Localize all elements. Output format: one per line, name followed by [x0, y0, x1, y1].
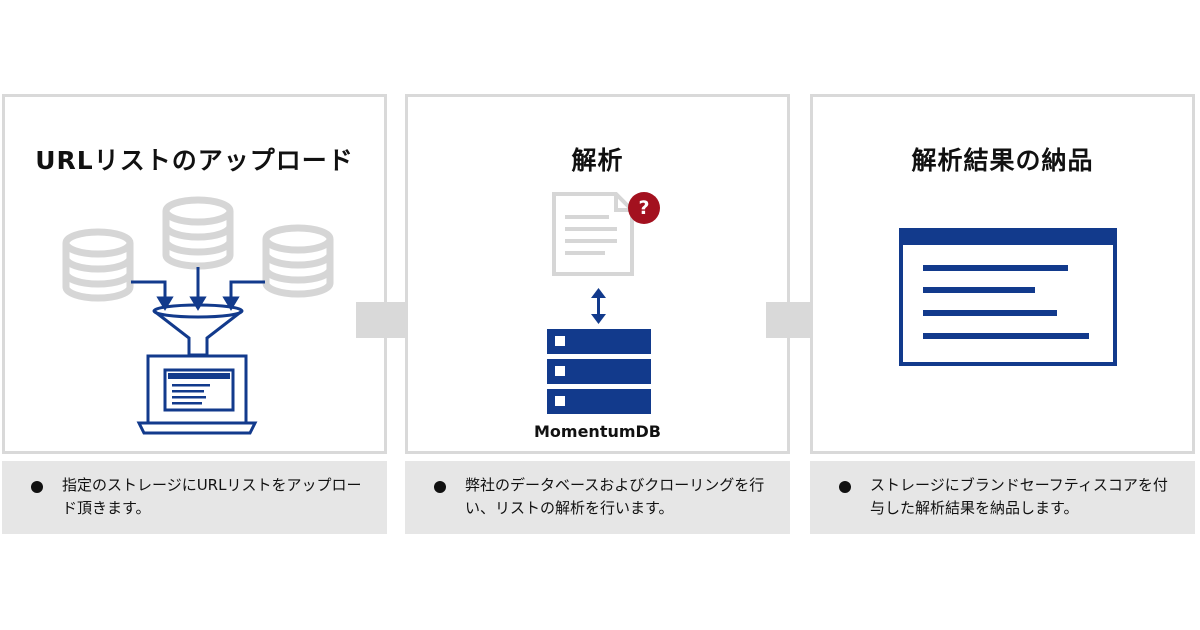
step-analysis-panel: 解析 ? MomentumDB — [405, 94, 790, 454]
step-delivery-title: 解析結果の納品 — [911, 146, 1094, 175]
laptop-icon — [136, 354, 258, 435]
step-delivery-panel: 解析結果の納品 — [810, 94, 1195, 454]
note-text: 弊社のデータベースおよびクローリングを行い、リストの解析を行います。 — [465, 476, 765, 517]
step-analysis-note: 弊社のデータベースおよびクローリングを行い、リストの解析を行います。 — [405, 461, 790, 534]
database-icon — [62, 228, 134, 302]
delivery-illustration — [899, 228, 1117, 366]
database-icon — [262, 224, 334, 298]
question-badge-icon — [628, 192, 660, 224]
analysis-illustration — [547, 192, 660, 414]
document-icon — [552, 192, 634, 276]
report-window-icon — [899, 228, 1117, 366]
funnel-icon — [152, 303, 244, 357]
bullet-icon — [839, 481, 851, 493]
step-upload-panel: URLリストのアップロード — [2, 94, 387, 454]
bullet-icon — [434, 481, 446, 493]
question-mark: ? — [638, 197, 650, 219]
step-upload-title: URLリストのアップロード — [35, 146, 354, 175]
note-text: ストレージにブランドセーフティスコアを付与した解析結果を納品します。 — [870, 476, 1168, 517]
db-label: MomentumDB — [533, 422, 661, 441]
database-icon — [162, 196, 234, 270]
bullet-icon — [31, 481, 43, 493]
step-delivery-note: ストレージにブランドセーフティスコアを付与した解析結果を納品します。 — [810, 461, 1195, 534]
step-analysis-title: 解析 — [571, 146, 624, 175]
upload-illustration — [62, 196, 334, 435]
note-text: 指定のストレージにURLリストをアップロード頂きます。 — [62, 476, 362, 517]
step-upload-note: 指定のストレージにURLリストをアップロード頂きます。 — [2, 461, 387, 534]
server-icon — [547, 329, 651, 414]
bidirectional-arrow-icon — [591, 288, 606, 324]
